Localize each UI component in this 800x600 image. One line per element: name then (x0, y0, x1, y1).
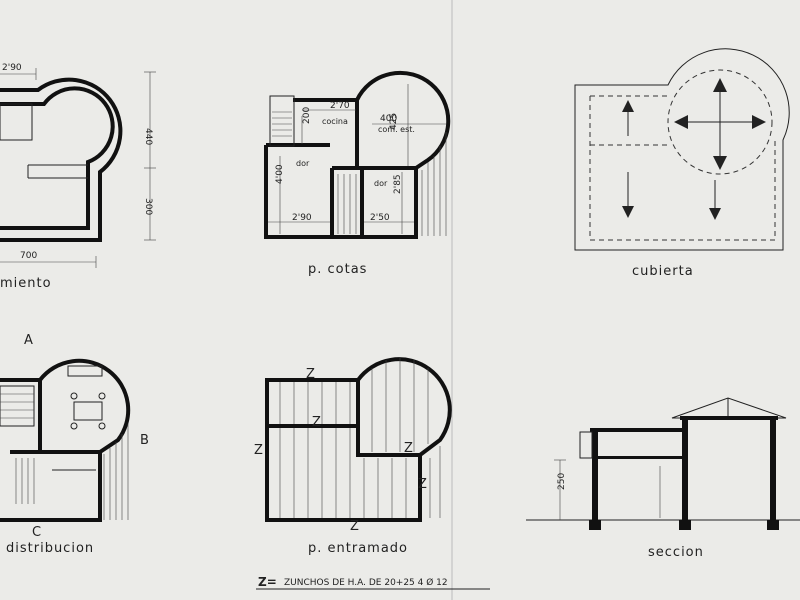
legend-text: ZUNCHOS DE H.A. DE 20+25 4 Ø 12 (284, 577, 448, 588)
dim-p-425: 425 (389, 113, 399, 130)
room-cocina: cocina (322, 117, 348, 126)
stair-block (0, 385, 35, 427)
roof-dome-dashed (667, 69, 773, 175)
title-distribucion: distribucion (6, 541, 94, 556)
marker-z-3: Z (254, 443, 264, 458)
legend: Z= ZUNCHOS DE H.A. DE 20+25 4 Ø 12 (256, 575, 490, 590)
section-slab-low (590, 428, 686, 432)
panel-distribucion: A B C distribucion (0, 333, 150, 556)
dim-p-200: 200 (302, 107, 312, 124)
marker-c: C (32, 525, 42, 540)
marker-b: B (140, 433, 150, 448)
foundation-outline (0, 77, 123, 242)
dim-c-top: 2'90 (2, 63, 22, 73)
marker-a: A (24, 333, 34, 348)
dim-p-250: 2'50 (370, 213, 390, 223)
dining-table (73, 401, 103, 421)
title-cubierta: cubierta (632, 264, 694, 279)
section-slab-high (680, 416, 778, 420)
sofa (67, 365, 103, 377)
dim-p-285: 2'85 (393, 174, 403, 194)
panel-seccion: 250 seccion (526, 397, 800, 560)
room-com-est: com. est. (378, 125, 415, 134)
section-wall-right (770, 418, 776, 520)
dim-p-400b: 4'00 (275, 164, 285, 184)
section-wall-mid (682, 418, 688, 520)
panel-entramado: Z Z Z Z Z Z p. entramado (254, 357, 452, 556)
entramado-joists (279, 358, 441, 518)
panel-cubierta: cubierta (574, 48, 790, 279)
dim-p-400a: 400 (380, 114, 397, 124)
section-beam (592, 456, 686, 459)
roof-slope-arrows (622, 78, 766, 220)
dim-p-290: 2'90 (292, 213, 312, 223)
cotas-hatching (272, 111, 447, 236)
section-window (579, 431, 593, 459)
marker-z-6: Z (350, 519, 360, 534)
panel-cotas: 2'70 200 400 425 4'00 2'90 2'50 2'85 coc… (264, 70, 451, 277)
section-wall-left (592, 428, 598, 520)
distribucion-walls (0, 358, 131, 522)
title-cimiento: miento (0, 276, 52, 291)
room-dor-1: dor (296, 159, 310, 168)
legend-key: Z= (258, 575, 277, 589)
cotas-dimension-lines (268, 84, 446, 234)
title-seccion: seccion (648, 545, 704, 560)
title-entramado: p. entramado (308, 541, 408, 556)
dim-c-side-top: 440 (143, 128, 153, 145)
marker-z-2: Z (312, 415, 322, 430)
gable-roof (671, 397, 787, 419)
cotas-bath (269, 95, 295, 147)
roof-outline (574, 48, 790, 251)
panel-cimiento: 2'90 440 300 700 miento (0, 63, 156, 291)
entramado-walls (265, 357, 452, 522)
foundation-dimension-lines (0, 68, 156, 268)
dim-p-270: 2'70 (330, 101, 350, 111)
dim-c-side-bottom: 300 (143, 198, 153, 215)
dim-s-250: 250 (557, 473, 567, 490)
cotas-walls (264, 70, 451, 239)
room-dor-2: dor (374, 179, 388, 188)
marker-z-1: Z (306, 367, 316, 382)
dim-c-bottom: 700 (20, 251, 37, 261)
marker-z-5: Z (418, 477, 428, 492)
title-cotas: p. cotas (308, 262, 367, 277)
marker-z-4: Z (404, 441, 414, 456)
distribucion-furniture (0, 365, 129, 520)
foundation-inner-box (0, 103, 33, 141)
